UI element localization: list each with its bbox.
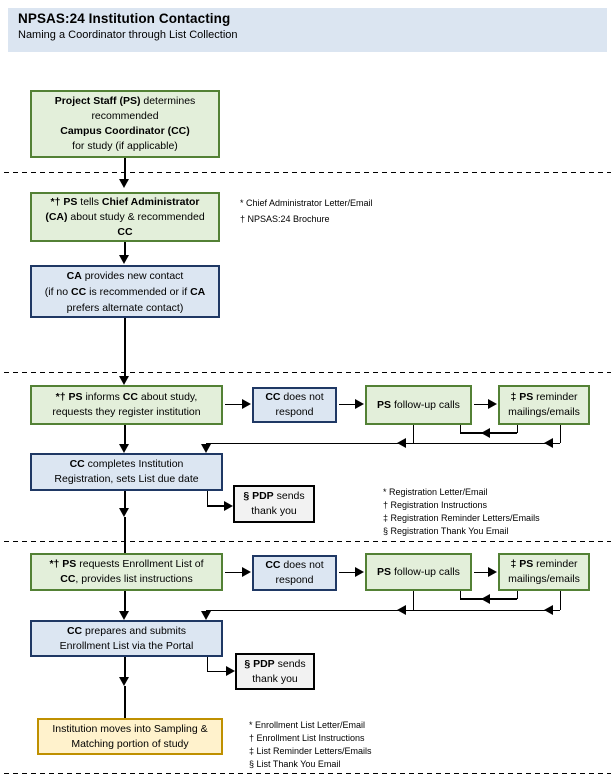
box-label: *† PS tells Chief Administrator(CA) abou… <box>45 195 205 238</box>
connector-line <box>124 158 126 180</box>
page-subtitle: Naming a Coordinator through List Collec… <box>18 29 238 41</box>
arrowhead-down <box>119 508 129 517</box>
connector-line <box>412 591 414 610</box>
section-divider <box>4 172 611 173</box>
section-divider <box>4 372 611 373</box>
connector-line <box>516 591 518 599</box>
connector-line <box>124 318 126 377</box>
connector-line <box>206 657 208 672</box>
connector-line <box>207 670 227 672</box>
section-divider <box>4 541 611 542</box>
box-label: PS follow-up calls <box>377 398 460 411</box>
box-label: *† PS informs CC about study,requests th… <box>52 391 201 418</box>
connector-line <box>124 517 126 553</box>
arrowhead-right <box>355 399 364 409</box>
arrowhead-right <box>224 501 233 511</box>
connector-line <box>124 425 126 445</box>
connector-line <box>516 425 518 433</box>
arrowhead-right <box>242 567 251 577</box>
header-band <box>8 8 607 52</box>
arrowhead-left <box>397 438 406 448</box>
arrowhead-left <box>481 594 490 604</box>
box-label: CA provides new contact(if no CC is reco… <box>44 269 206 314</box>
arrowhead-right <box>488 567 497 577</box>
note-admin-contact: * Chief Administrator Letter/Email† NPSA… <box>240 198 373 224</box>
arrowhead-down <box>119 677 129 686</box>
connector-line <box>124 591 126 612</box>
arrowhead-left <box>544 605 553 615</box>
arrowhead-down <box>119 611 129 620</box>
section-divider <box>4 773 611 774</box>
connector-line <box>206 491 208 506</box>
arrowhead-right <box>355 567 364 577</box>
arrowhead-down <box>119 179 129 188</box>
arrowhead-down <box>119 255 129 264</box>
page-title: NPSAS:24 Institution Contacting <box>18 11 231 26</box>
box-ps-informs-cc: *† PS informs CC about study,requests th… <box>30 385 223 425</box>
box-label: PS follow-up calls <box>377 565 460 578</box>
arrowhead-down <box>119 376 129 385</box>
connector-line <box>206 609 560 611</box>
box-ps-followup-list: PS follow-up calls <box>365 553 472 591</box>
box-ca-provides-contact: CA provides new contact(if no CC is reco… <box>30 265 220 318</box>
connector-line <box>474 571 489 573</box>
connector-line <box>474 403 489 405</box>
connector-line <box>124 491 126 509</box>
connector-line <box>124 657 126 678</box>
connector-line <box>339 571 356 573</box>
note-registration: * Registration Letter/Email† Registratio… <box>383 487 540 536</box>
box-sampling-matching: Institution moves into Sampling &Matchin… <box>37 718 223 755</box>
arrowhead-left <box>481 428 490 438</box>
connector-line <box>124 686 126 718</box>
connector-line <box>206 442 560 444</box>
connector-line <box>339 403 356 405</box>
arrowhead-down <box>201 611 211 620</box>
connector-line <box>559 425 561 443</box>
arrowhead-right <box>488 399 497 409</box>
box-ps-tells-ca: *† PS tells Chief Administrator(CA) abou… <box>30 192 220 242</box>
arrowhead-down <box>201 444 211 453</box>
connector-line <box>225 571 243 573</box>
box-label: Institution moves into Sampling &Matchin… <box>52 722 208 750</box>
arrowhead-down <box>119 444 129 453</box>
arrowhead-right <box>226 666 235 676</box>
connector-line <box>207 505 225 507</box>
connector-line <box>459 425 461 433</box>
connector-line <box>559 591 561 610</box>
connector-line <box>459 591 461 599</box>
note-enrollment: * Enrollment List Letter/Email† Enrollme… <box>249 720 372 769</box>
arrowhead-left <box>397 605 406 615</box>
box-ps-followup-registration: PS follow-up calls <box>365 385 472 425</box>
arrowhead-right <box>242 399 251 409</box>
connector-line <box>412 425 414 443</box>
connector-line <box>124 242 126 256</box>
connector-line <box>225 403 243 405</box>
arrowhead-left <box>544 438 553 448</box>
